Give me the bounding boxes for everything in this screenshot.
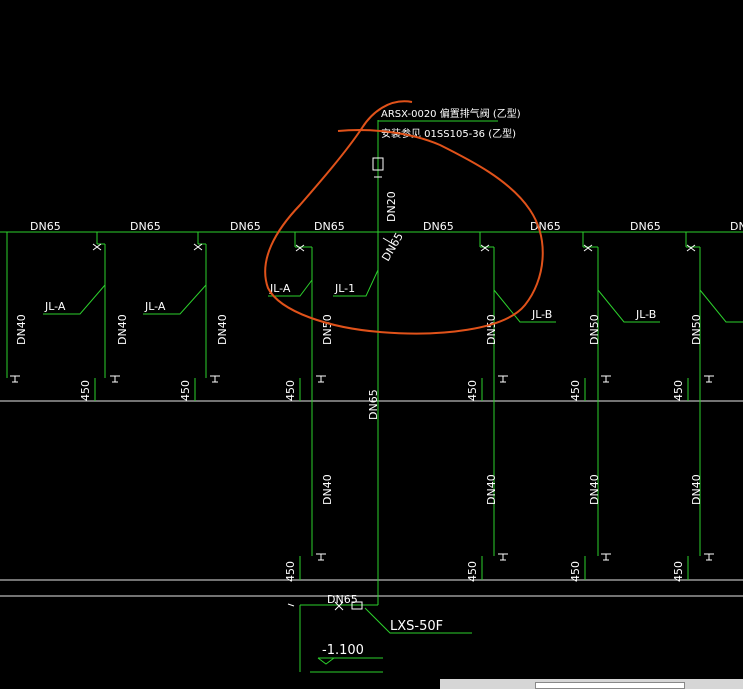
elevation-triangle-icon [317, 657, 335, 665]
branch-label-5b: DN40 [485, 474, 498, 505]
dim-450-2: 450 [179, 380, 192, 401]
dimension-group-lower: 450 450 450 450 [284, 556, 689, 582]
dim-450-7: 450 [284, 561, 297, 582]
riser-label-dn65-diag: DN65 [379, 230, 406, 263]
elevation-label: -1.100 [322, 643, 364, 658]
pipe-label-dn65-6: DN65 [530, 220, 561, 233]
pipe-label-dn65-2: DN65 [130, 220, 161, 233]
dim-450-1: 450 [79, 380, 92, 401]
branch-left-3: DN40 JL-A [143, 232, 229, 378]
meter-leader [364, 607, 472, 634]
pipe-label-dn65-5: DN65 [423, 220, 454, 233]
dim-450-10: 450 [672, 561, 685, 582]
annotation-circle [264, 100, 544, 335]
tag-jl-b-2: JL-B [635, 308, 656, 321]
branch-right-2: DN50 DN40 JL-B [582, 232, 660, 556]
riser-label-dn20: DN20 [385, 191, 398, 222]
pipe-label-dn65-1: DN65 [30, 220, 61, 233]
dimension-group-upper: 450 450 450 450 450 450 [79, 378, 689, 401]
tag-jl-a-1-leader [43, 284, 106, 315]
bottom-pipe-label: DN65 [327, 593, 358, 606]
dim-450-3: 450 [284, 380, 297, 401]
branch-label-1: DN40 [15, 314, 28, 345]
tag-jl-1: JL-1 [334, 282, 355, 295]
branch-label-2: DN40 [116, 314, 129, 345]
meter-label: LXS-50F [390, 619, 443, 634]
branch-left-1: DN40 [6, 232, 28, 378]
top-note-1: ARSX-0020 偏置排气阀 (乙型) [381, 107, 521, 120]
status-strip [440, 679, 743, 689]
diag-marker-icon [382, 237, 394, 245]
branch-label-4b: DN40 [321, 474, 334, 505]
tag-jl-b-1-leader [493, 289, 556, 323]
tag-jl-a-2: JL-A [144, 300, 166, 313]
tag-jl-b-1: JL-B [531, 308, 552, 321]
inlet-tick-icon [287, 603, 295, 607]
tag-jl-b-2-leader [597, 289, 660, 323]
tag-jl-a-3: JL-A [269, 282, 291, 295]
tag-jl-a-1: JL-A [44, 300, 66, 313]
dim-450-4: 450 [466, 380, 479, 401]
pipe-label-dn65-8: DN65 [730, 220, 743, 233]
branch-label-5: DN50 [485, 314, 498, 345]
riser-label-dn65-main: DN65 [367, 389, 380, 420]
status-strip-field [535, 682, 685, 689]
pipe-label-dn65-3: DN65 [230, 220, 261, 233]
tap-symbols [10, 375, 714, 561]
branch-label-6b: DN40 [588, 474, 601, 505]
water-meter-icon [351, 601, 363, 610]
pipe-label-dn65-4: DN65 [314, 220, 345, 233]
branch-right-3: DN50 DN40 [685, 232, 743, 556]
dim-450-6: 450 [672, 380, 685, 401]
dim-450-5: 450 [569, 380, 582, 401]
branch-left-4: DN50 DN40 JL-A [268, 232, 334, 556]
pipe-label-dn65-7: DN65 [630, 220, 661, 233]
branch-right-1: DN50 DN40 JL-B [479, 232, 556, 556]
tag-jl-a-2-leader [143, 284, 207, 315]
air-valve-icon [372, 157, 384, 171]
valve-symbols [92, 243, 696, 252]
branch-left-2: DN40 JL-A [43, 232, 129, 378]
tag-jl-a-3-leader [268, 279, 313, 297]
branch-label-3: DN40 [216, 314, 229, 345]
branch-label-4: DN50 [321, 314, 334, 345]
dim-450-9: 450 [569, 561, 582, 582]
branch-label-6: DN50 [588, 314, 601, 345]
tag-jl-1-leader [333, 269, 379, 297]
branch-label-7b: DN40 [690, 474, 703, 505]
bottom-valve-icon [334, 601, 344, 611]
branch-label-7: DN50 [690, 314, 703, 345]
dim-450-8: 450 [466, 561, 479, 582]
tag-jl-b-3-leader [699, 289, 743, 323]
